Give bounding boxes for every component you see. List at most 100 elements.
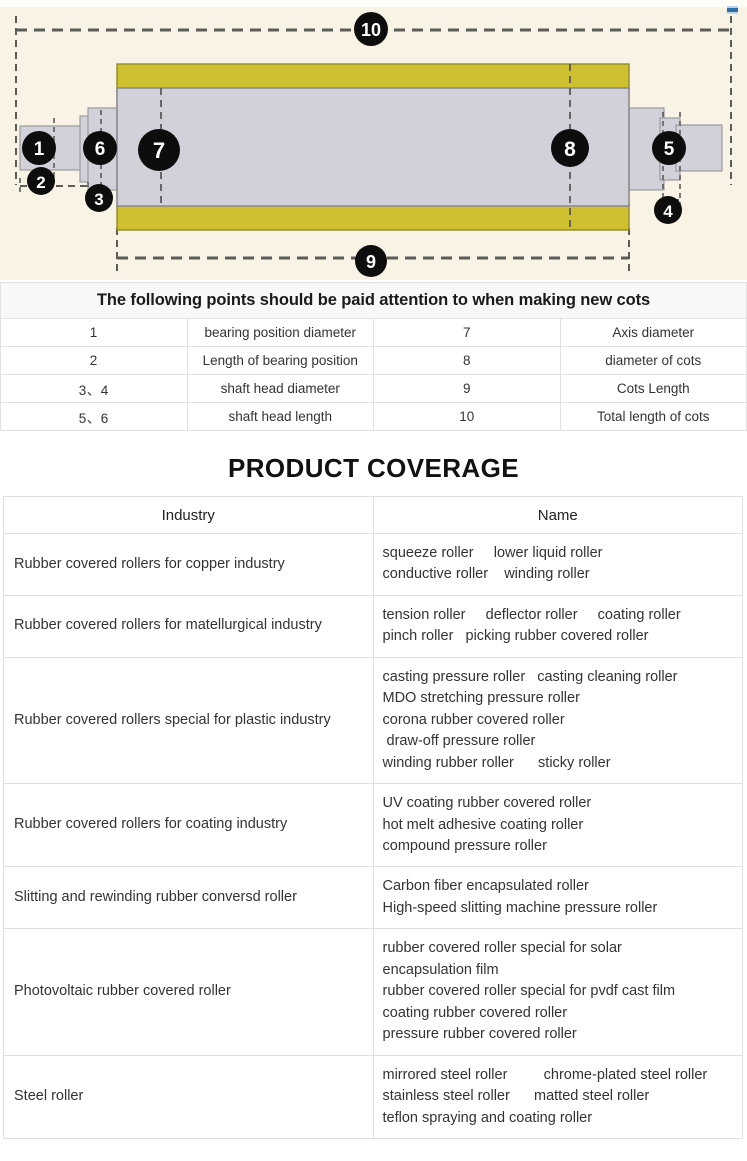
name-line: encapsulation film xyxy=(382,961,499,978)
table1-num-a: 1 xyxy=(0,318,188,347)
table-row: 3、4 shaft head diameter 9 Cots Length xyxy=(0,374,747,403)
svg-text:2: 2 xyxy=(36,173,45,192)
table1-title: The following points should be paid atte… xyxy=(0,282,747,319)
svg-text:3: 3 xyxy=(94,190,103,209)
svg-text:9: 9 xyxy=(366,252,376,272)
table-row: 2 Length of bearing position 8 diameter … xyxy=(0,346,747,375)
name-line: hot melt adhesive coating roller xyxy=(382,816,584,833)
rubber-cot-layer xyxy=(116,63,630,231)
name-line: rubber covered roller special for pvdf c… xyxy=(382,983,676,1000)
callout-7: 7 xyxy=(138,129,180,171)
table-row: 1 bearing position diameter 7 Axis diame… xyxy=(0,318,747,347)
callout-3: 3 xyxy=(85,184,113,212)
svg-text:10: 10 xyxy=(361,20,381,40)
svg-text:8: 8 xyxy=(564,138,576,161)
name-cell: squeeze roller lower liquid roller conduc… xyxy=(372,533,743,596)
table1-num-a: 2 xyxy=(0,346,188,375)
name-line: draw-off pressure roller xyxy=(382,733,536,750)
callout-1: 1 xyxy=(22,131,56,165)
product-coverage-body: Rubber covered rollers for copper indust… xyxy=(3,533,743,1139)
table1-num-b: 9 xyxy=(373,374,561,403)
name-line: UV coating rubber covered roller xyxy=(382,795,592,812)
name-line: MDO stretching pressure roller xyxy=(382,690,580,707)
name-line: pinch roller picking rubber covered roll… xyxy=(382,628,649,645)
name-cell: mirrored steel roller chrome-plated stee… xyxy=(372,1054,743,1139)
table-row: Steel roller mirrored steel roller chrome… xyxy=(3,1054,743,1139)
callout-8: 8 xyxy=(551,129,589,167)
table1-body: 1 bearing position diameter 7 Axis diame… xyxy=(0,318,747,431)
name-line: conductive roller winding roller xyxy=(382,566,590,583)
industry-cell: Steel roller xyxy=(3,1054,374,1139)
name-line: Carbon fiber encapsulated roller xyxy=(382,878,589,895)
callout-10: 10 xyxy=(354,12,388,46)
callout-9: 9 xyxy=(355,245,387,277)
name-cell: casting pressure roller casting cleaning… xyxy=(372,656,743,785)
dimension-total-length xyxy=(15,16,732,185)
svg-text:1: 1 xyxy=(34,139,45,160)
name-line: rubber covered roller special for solar xyxy=(382,940,622,957)
roller-diagram-svg: 1 2 3 4 5 6 7 8 9 10 xyxy=(0,0,747,280)
name-line: casting pressure roller casting cleaning… xyxy=(382,668,678,685)
name-line: compound pressure roller xyxy=(382,837,547,854)
roller-diagram: 1 2 3 4 5 6 7 8 9 10 xyxy=(0,0,747,280)
name-line: tension roller deflector roller coating … xyxy=(382,606,681,623)
table1-desc-b: Axis diameter xyxy=(559,318,747,347)
name-line: winding rubber roller sticky roller xyxy=(382,754,611,771)
table2-header-row: Industry Name xyxy=(3,496,743,534)
industry-cell: Rubber covered rollers special for plast… xyxy=(3,656,374,785)
table1-desc-b: Cots Length xyxy=(559,374,747,403)
name-line: mirrored steel roller chrome-plated stee… xyxy=(382,1066,708,1083)
callout-5: 5 xyxy=(652,131,686,165)
name-line: coating rubber covered roller xyxy=(382,1004,568,1021)
name-line: corona rubber covered roller xyxy=(382,711,565,728)
column-header-industry: Industry xyxy=(3,496,374,534)
name-cell: tension roller deflector roller coating … xyxy=(372,594,743,658)
name-line: stainless steel roller matted steel roll… xyxy=(382,1088,650,1105)
corner-artifact-icon xyxy=(727,6,738,14)
table1-desc-a: shaft head diameter xyxy=(186,374,374,403)
table1-num-b: 7 xyxy=(373,318,561,347)
name-cell: rubber covered roller special for solar e… xyxy=(372,928,743,1056)
cots-attention-points-table: The following points should be paid atte… xyxy=(0,282,747,431)
table1-num-b: 10 xyxy=(373,402,561,431)
table1-desc-b: Total length of cots xyxy=(559,402,747,431)
table-row: 5、6 shaft head length 10 Total length of… xyxy=(0,402,747,431)
callout-2: 2 xyxy=(27,167,55,195)
callout-6: 6 xyxy=(83,131,117,165)
name-line: squeeze roller lower liquid roller xyxy=(382,545,603,561)
product-coverage-table: Industry Name Rubber covered rollers for… xyxy=(3,496,743,1139)
page-title: PRODUCT COVERAGE xyxy=(228,453,519,483)
table1-desc-a: shaft head length xyxy=(186,402,374,431)
column-header-name: Name xyxy=(372,496,743,534)
table-row: Rubber covered rollers for copper indust… xyxy=(3,533,743,596)
table-row: Rubber covered rollers special for plast… xyxy=(3,656,743,785)
diagram-top-edge xyxy=(0,0,747,7)
name-line: teflon spraying and coating roller xyxy=(382,1109,593,1126)
callout-4: 4 xyxy=(654,196,682,224)
industry-cell: Rubber covered rollers for matellurgical… xyxy=(3,594,374,658)
svg-text:5: 5 xyxy=(664,139,675,160)
industry-cell: Rubber covered rollers for copper indust… xyxy=(3,533,374,596)
table-row: Rubber covered rollers for matellurgical… xyxy=(3,594,743,658)
callout-group: 1 2 3 4 5 6 7 8 9 10 xyxy=(22,12,686,277)
name-cell: UV coating rubber covered roller hot melt… xyxy=(372,783,743,868)
industry-cell: Rubber covered rollers for coating indus… xyxy=(3,783,374,868)
table1-num-b: 8 xyxy=(373,346,561,375)
svg-text:6: 6 xyxy=(95,139,106,160)
table1-desc-a: bearing position diameter xyxy=(186,318,374,347)
table-row: Rubber covered rollers for coating indus… xyxy=(3,783,743,868)
industry-cell: Photovoltaic rubber covered roller xyxy=(3,928,374,1056)
industry-cell: Slitting and rewinding rubber conversd r… xyxy=(3,866,374,930)
svg-text:7: 7 xyxy=(153,138,165,163)
name-line: pressure rubber covered roller xyxy=(382,1026,577,1043)
svg-text:4: 4 xyxy=(663,202,673,221)
table1-num-a: 3、4 xyxy=(0,374,188,403)
roller-core-body xyxy=(116,64,630,230)
table1-num-a: 5、6 xyxy=(0,402,188,431)
table1-desc-b: diameter of cots xyxy=(559,346,747,375)
name-line: High-speed slitting machine pressure rol… xyxy=(382,899,658,916)
table-row: Slitting and rewinding rubber conversd r… xyxy=(3,866,743,930)
table1-desc-a: Length of bearing position xyxy=(186,346,374,375)
